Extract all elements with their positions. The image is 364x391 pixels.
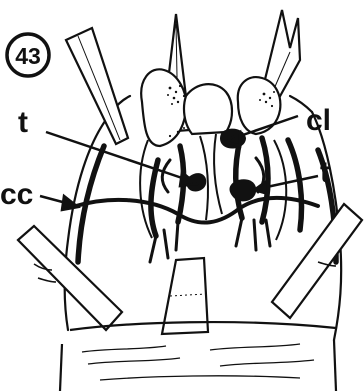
label-cc: cc	[0, 178, 33, 211]
figure-number: 43	[15, 43, 41, 69]
middle-bulge	[184, 84, 232, 134]
figure-number-badge: 43	[7, 34, 49, 76]
transverse-commissure	[76, 198, 318, 223]
left-spine	[66, 28, 128, 144]
head-lobes	[141, 69, 280, 146]
label-cl: cl	[306, 104, 331, 137]
left-appendage	[18, 226, 122, 330]
right-appendage	[272, 204, 362, 318]
label-t-right: t	[320, 156, 330, 189]
left-lobe	[141, 69, 186, 146]
label-t-left: t	[18, 106, 28, 139]
